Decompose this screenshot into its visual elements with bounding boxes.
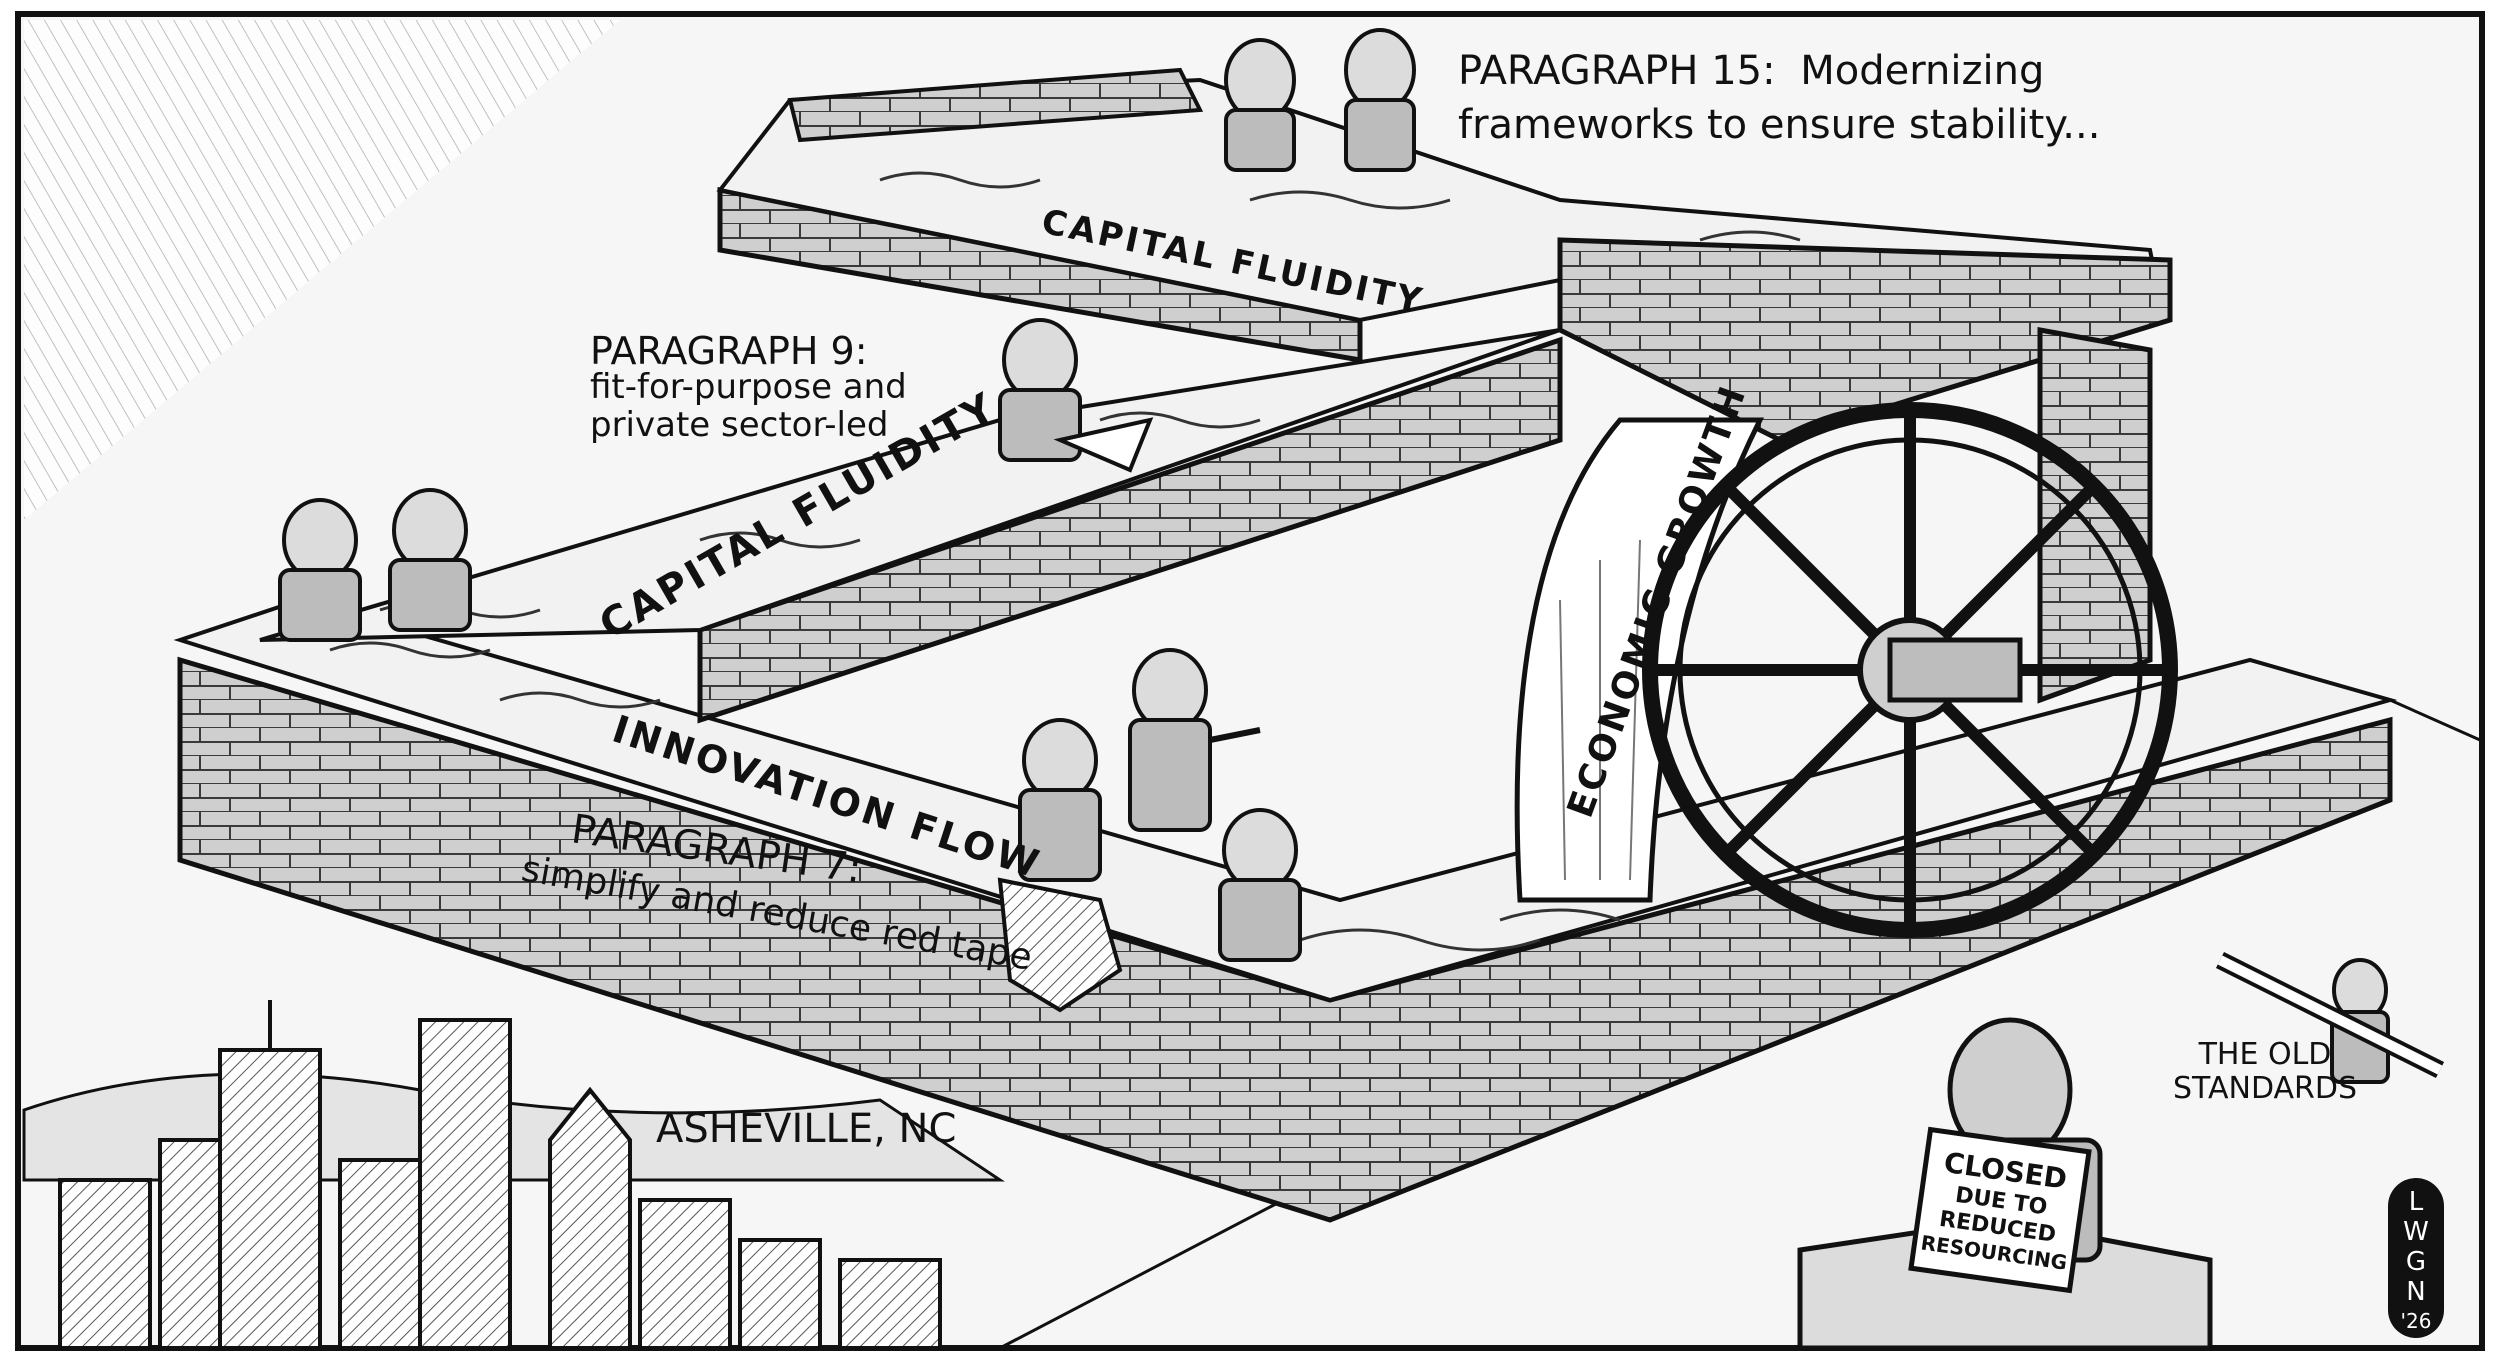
signature-year: '26 [2401,1309,2432,1333]
paragraph9-text-line1: fit-for-purpose and [590,367,907,407]
paragraph15-text-line1: Modernizing [1800,48,2044,94]
bottom-water-ripples [329,641,1621,952]
paragraph9-text-line2: private sector-led [590,405,889,445]
owl-figure-pointing [1128,648,1261,832]
paragraph9-heading: PARAGRAPH 9: [590,329,868,373]
sky-hatching [24,20,620,520]
paragraph15-text-line2: frameworks to ensure stability... [1458,102,2100,148]
broken-wall-rubble [997,877,1123,1013]
waterfall-streaks [1559,539,1641,881]
artist-signature: L W G N '26 [2388,1178,2444,1338]
closed-sign: CLOSED DUE TO REDUCED RESOURCING [1908,1126,2092,1294]
paragraph15-heading: PARAGRAPH 15: [1458,48,1776,94]
owl-figure-left-pair-2 [388,488,472,632]
right-support-pillar [2037,327,2153,704]
waterfall [1514,417,1765,903]
owl-figure-old-standards [2215,951,2445,1084]
owl-figure-top-right [1344,28,1416,172]
right-upper-wall [1557,237,2173,443]
upper-water-ripples [879,171,1801,242]
upper-back-wall [787,67,1204,143]
owl-figure-paragraph9 [998,318,1154,473]
signature-letter-2: W [2403,1217,2429,1247]
water-wheel [1642,402,2178,938]
signature-letter-1: L [2409,1187,2424,1217]
paragraph15-caption: PARAGRAPH 15: Modernizing [1458,48,2044,94]
signature-letter-4: N [2406,1277,2425,1307]
middle-channel-wall [697,336,1563,724]
signature-letter-3: G [2406,1247,2426,1277]
city-label: ASHEVILLE, NC [656,1106,956,1152]
owl-figure-digger-2 [1218,808,1302,962]
owl-figure-digger-1 [1018,718,1102,882]
owl-figure-left-pair-1 [278,498,362,642]
old-standards-line2: STANDARDS [2173,1071,2357,1106]
old-standards-line1: THE OLD [2198,1037,2332,1072]
owl-figure-top-left [1224,38,1296,172]
asheville-skyline [22,1000,1005,1350]
